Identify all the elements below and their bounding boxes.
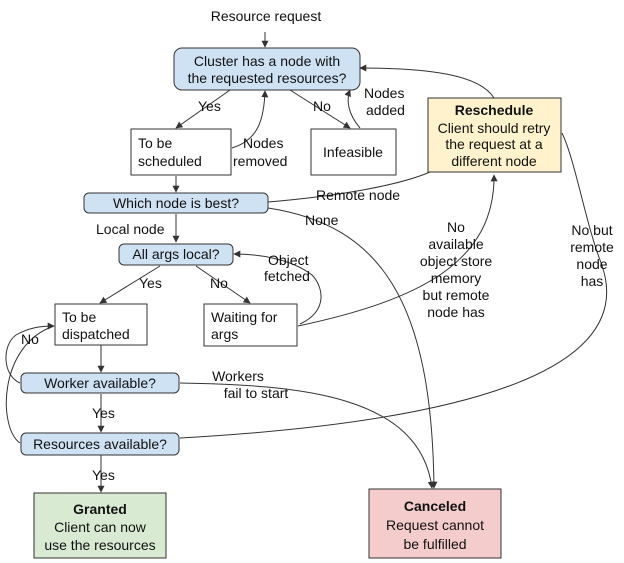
node-cluster: Cluster has a node with the requested re… (173, 47, 361, 91)
edges (5, 32, 608, 493)
edge-args-no (195, 265, 251, 304)
dispatched-label-1: To be (62, 309, 96, 325)
granted-title: Granted (73, 501, 127, 517)
reschedule-line-1: Client should retry (438, 120, 551, 136)
edge-cluster-yes (175, 89, 231, 129)
edge-args-yes (99, 265, 161, 304)
edge-remote-node (267, 171, 431, 203)
label-nodes-removed-1: Nodes (243, 135, 283, 151)
node-all-args-local: All args local? (118, 243, 234, 266)
label-no-3: No (21, 331, 39, 347)
edge-nodes-removed (231, 90, 269, 149)
label-remote-node: Remote node (316, 187, 400, 203)
label-no-but-remote-2: remote (570, 239, 614, 255)
edge-reschedule-to-cluster (359, 64, 495, 99)
reschedule-title: Reschedule (455, 102, 534, 118)
waiting-label-1: Waiting for (211, 309, 278, 325)
label-workers-fail-2: fail to start (224, 385, 289, 401)
node-infeasible: Infeasible (310, 128, 397, 176)
label-yes-3: Yes (92, 405, 115, 421)
label-yes-1: Yes (198, 98, 221, 114)
label-object-fetched-2: fetched (264, 268, 310, 284)
label-no-object-store-1: No (447, 219, 465, 235)
waiting-label-2: args (211, 326, 238, 342)
edge-object-fetched (233, 250, 322, 325)
label-nodes-added-1: Nodes (364, 85, 404, 101)
all-args-label: All args local? (132, 246, 219, 262)
node-reschedule: Reschedule Client should retry the reque… (427, 97, 562, 173)
infeasible-label: Infeasible (323, 144, 383, 160)
edge-none (267, 207, 438, 489)
node-canceled: Canceled Request cannot be fulfilled (368, 488, 502, 559)
node-waiting-for-args: Waiting for args (203, 303, 298, 347)
label-no-1: No (313, 98, 331, 114)
reschedule-line-3: different node (451, 153, 537, 169)
node-resources-available: Resources available? (20, 432, 180, 456)
label-none: None (305, 212, 339, 228)
canceled-line-1: Request cannot (386, 517, 484, 533)
node-granted: Granted Client can now use the resources (33, 492, 167, 559)
cluster-label-2: the requested resources? (188, 70, 347, 86)
canceled-line-2: be fulfilled (403, 536, 466, 552)
scheduled-label-1: To be (138, 135, 172, 151)
label-nodes-added-2: added (366, 102, 405, 118)
label-no-object-store-2: available (428, 236, 483, 252)
node-to-be-dispatched: To be dispatched (54, 303, 148, 346)
resources-label: Resources available? (33, 436, 167, 452)
label-no-but-remote-1: No but (571, 222, 612, 238)
edge-labels: Yes No Nodes removed Nodes added Remote … (21, 85, 614, 483)
which-node-label: Which node is best? (113, 195, 239, 211)
edge-no-object-store (297, 174, 498, 327)
node-to-be-scheduled: To be scheduled (130, 128, 232, 176)
granted-line-1: Client can now (54, 519, 147, 535)
edge-workers-fail (179, 382, 435, 489)
scheduled-label-2: scheduled (138, 153, 202, 169)
label-no-object-store-3: object store (420, 253, 493, 269)
cluster-label-1: Cluster has a node with (194, 53, 340, 69)
edge-no-but-remote (179, 132, 608, 439)
reschedule-line-2: the request at a (445, 136, 543, 152)
edge-resources-loop (5, 325, 55, 444)
edge-worker-no (5, 322, 55, 384)
label-local-node: Local node (96, 221, 165, 237)
label-workers-fail-1: Workers (212, 368, 264, 384)
node-which-node: Which node is best? (83, 192, 269, 214)
label-no-2: No (210, 275, 228, 291)
label-no-object-store-4: memory (431, 270, 482, 286)
label-no-but-remote-3: node (576, 256, 607, 272)
canceled-title: Canceled (404, 498, 466, 514)
label-no-object-store-5: but remote (423, 287, 490, 303)
dispatched-label-2: dispatched (62, 326, 130, 342)
label-no-object-store-6: node has (427, 304, 485, 320)
edge-nodes-added (344, 89, 361, 129)
label-object-fetched-1: Object (268, 252, 309, 268)
label-nodes-removed-2: removed (233, 153, 287, 169)
label-yes-4: Yes (92, 467, 115, 483)
label-no-but-remote-4: has (581, 273, 604, 289)
granted-line-2: use the resources (44, 537, 155, 553)
worker-label: Worker available? (44, 375, 156, 391)
label-yes-2: Yes (139, 275, 162, 291)
node-start: Resource request (211, 8, 322, 24)
start-label: Resource request (211, 8, 322, 24)
node-worker-available: Worker available? (20, 372, 180, 394)
edge-cluster-no (289, 89, 351, 129)
